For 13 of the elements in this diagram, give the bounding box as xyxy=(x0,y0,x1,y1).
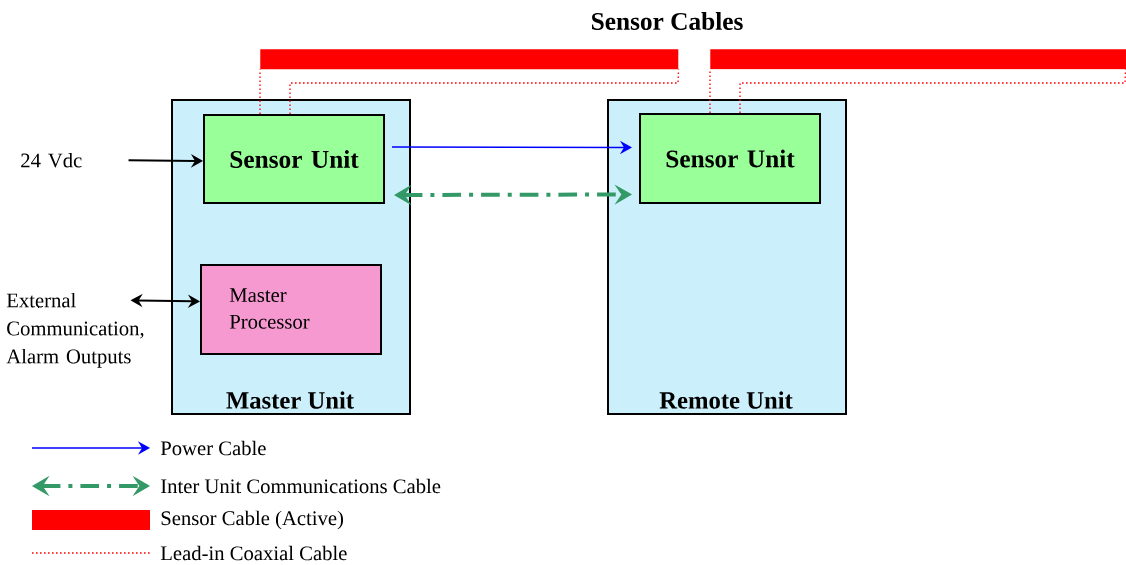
legend-label: Inter Unit Communications Cable xyxy=(161,478,441,494)
lead-in-cable xyxy=(709,68,711,114)
sensor-unit-box: Sensor Unit xyxy=(203,114,385,204)
output-label: External Communication, Alarm Outputs xyxy=(6,292,144,368)
sensor-unit-box: Sensor Unit xyxy=(639,113,821,204)
input-label: 24 Vdc xyxy=(21,152,82,168)
sensor-cable-bar xyxy=(710,49,1126,70)
legend-label: Sensor Cable (Active) xyxy=(161,510,344,530)
legend-label: Lead-in Coaxial Cable xyxy=(160,545,347,561)
legend-label: Power Cable xyxy=(160,440,266,456)
heading: Sensor Cables xyxy=(592,12,743,30)
sensor-cable-bar xyxy=(260,49,679,70)
processor-box: Master Processor xyxy=(200,264,382,355)
